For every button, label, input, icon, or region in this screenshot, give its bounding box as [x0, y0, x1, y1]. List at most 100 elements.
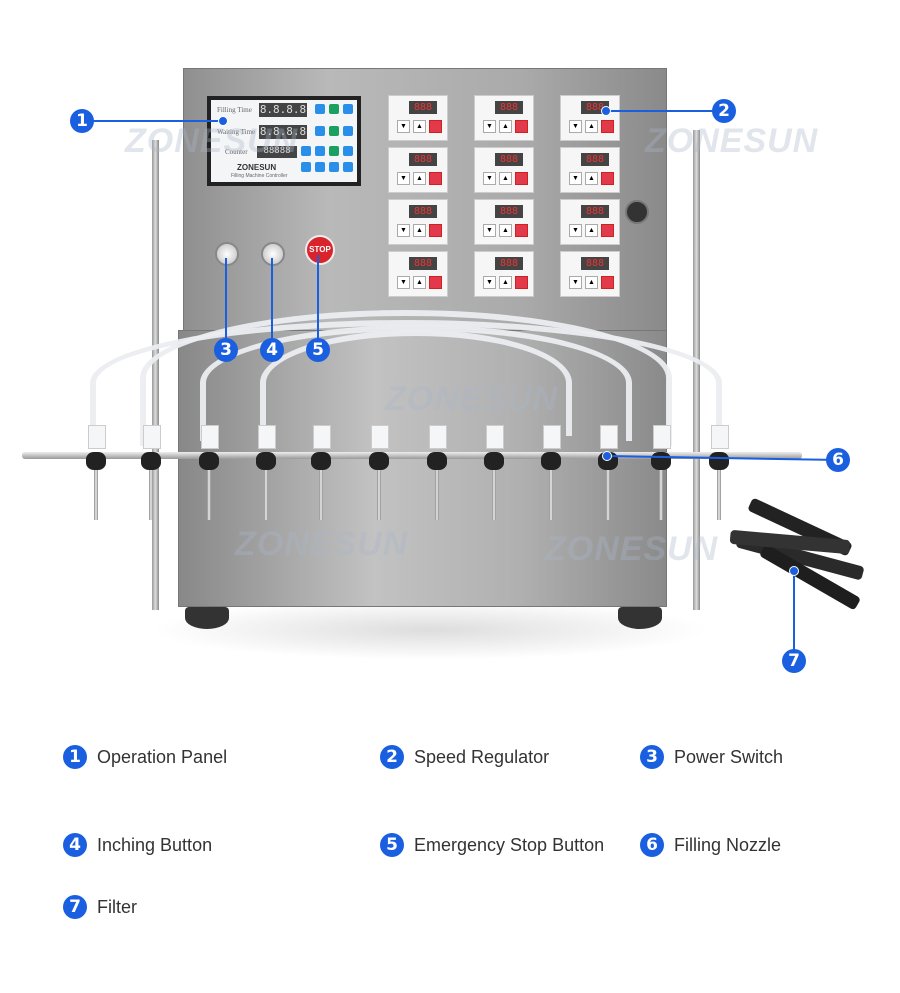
- nozzle-knob[interactable]: [141, 452, 161, 470]
- nozzle-knob[interactable]: [427, 452, 447, 470]
- panel-key[interactable]: [315, 104, 325, 114]
- nozzle-fitting: [486, 425, 504, 449]
- speed-regulator[interactable]: 888▼▲: [388, 95, 448, 141]
- down-arrow-icon[interactable]: ▼: [483, 120, 496, 133]
- run-key[interactable]: [429, 224, 442, 237]
- run-key[interactable]: [601, 276, 614, 289]
- run-key[interactable]: [515, 224, 528, 237]
- down-arrow-icon[interactable]: ▼: [483, 224, 496, 237]
- nozzle-knob[interactable]: [709, 452, 729, 470]
- nozzle-knob[interactable]: [484, 452, 504, 470]
- run-key[interactable]: [429, 172, 442, 185]
- regulator-display: 888: [581, 153, 609, 166]
- up-arrow-icon[interactable]: ▲: [585, 224, 598, 237]
- panel-key[interactable]: [329, 104, 339, 114]
- up-arrow-icon[interactable]: ▲: [413, 224, 426, 237]
- speed-regulator[interactable]: 888▼▲: [388, 251, 448, 297]
- nozzle-tip: [319, 470, 323, 520]
- up-arrow-icon[interactable]: ▲: [499, 276, 512, 289]
- speed-regulator[interactable]: 888▼▲: [388, 147, 448, 193]
- speed-regulator[interactable]: 888▼▲: [560, 95, 620, 141]
- nozzle-knob[interactable]: [256, 452, 276, 470]
- down-arrow-icon[interactable]: ▼: [397, 276, 410, 289]
- operation-panel[interactable]: Filling Time 8.8.8.8 Waiting Time 8.8.8.…: [207, 96, 361, 186]
- nozzle-knob[interactable]: [199, 452, 219, 470]
- up-arrow-icon[interactable]: ▲: [413, 120, 426, 133]
- down-arrow-icon[interactable]: ▼: [569, 120, 582, 133]
- panel-key[interactable]: [315, 162, 325, 172]
- callout-badge-1: 1: [70, 109, 94, 133]
- panel-key[interactable]: [301, 162, 311, 172]
- panel-key[interactable]: [329, 146, 339, 156]
- speed-regulator[interactable]: 888▼▲: [560, 251, 620, 297]
- down-arrow-icon[interactable]: ▼: [397, 172, 410, 185]
- up-arrow-icon[interactable]: ▲: [585, 172, 598, 185]
- run-key[interactable]: [515, 276, 528, 289]
- emergency-stop-button[interactable]: STOP: [305, 235, 335, 265]
- down-arrow-icon[interactable]: ▼: [397, 120, 410, 133]
- speed-regulator[interactable]: 888▼▲: [560, 199, 620, 245]
- panel-key[interactable]: [315, 146, 325, 156]
- run-key[interactable]: [515, 172, 528, 185]
- nozzle-tip: [149, 470, 153, 520]
- callout-badge-2: 2: [712, 99, 736, 123]
- nozzle-knob[interactable]: [541, 452, 561, 470]
- panel-key[interactable]: [315, 126, 325, 136]
- nozzle-knob[interactable]: [369, 452, 389, 470]
- speed-regulator[interactable]: 888▼▲: [474, 95, 534, 141]
- panel-key[interactable]: [343, 162, 353, 172]
- panel-key[interactable]: [343, 126, 353, 136]
- up-arrow-icon[interactable]: ▲: [499, 172, 512, 185]
- inching-button[interactable]: [261, 242, 285, 266]
- nozzle-tip: [207, 470, 211, 520]
- panel-key[interactable]: [301, 146, 311, 156]
- up-arrow-icon[interactable]: ▲: [499, 224, 512, 237]
- panel-key[interactable]: [329, 162, 339, 172]
- waiting-time-label: Waiting Time: [217, 128, 256, 136]
- up-arrow-icon[interactable]: ▲: [585, 120, 598, 133]
- lock-knob[interactable]: [625, 200, 649, 224]
- up-arrow-icon[interactable]: ▲: [413, 172, 426, 185]
- down-arrow-icon[interactable]: ▼: [569, 172, 582, 185]
- speed-regulator[interactable]: 888 ▼▲: [388, 199, 448, 245]
- run-key[interactable]: [601, 120, 614, 133]
- nozzle-fitting: [600, 425, 618, 449]
- up-arrow-icon[interactable]: ▲: [499, 120, 512, 133]
- up-arrow-icon[interactable]: ▲: [585, 276, 598, 289]
- run-key[interactable]: [429, 120, 442, 133]
- down-arrow-icon[interactable]: ▼: [397, 224, 410, 237]
- nozzle-fitting: [143, 425, 161, 449]
- run-key[interactable]: [515, 120, 528, 133]
- up-arrow-icon[interactable]: ▲: [413, 276, 426, 289]
- speed-regulator[interactable]: 888 ▼▲: [560, 147, 620, 193]
- down-arrow-icon[interactable]: ▼: [569, 224, 582, 237]
- nozzle-tip: [435, 470, 439, 520]
- run-key[interactable]: [601, 224, 614, 237]
- speed-regulator[interactable]: 888▼▲: [474, 199, 534, 245]
- watermark: ZONESUN: [385, 380, 559, 418]
- watermark: ZONESUN: [545, 530, 719, 568]
- nozzle-fitting: [313, 425, 331, 449]
- panel-key[interactable]: [343, 104, 353, 114]
- regulator-display: 888: [409, 205, 437, 218]
- speed-regulator[interactable]: 888▼▲: [474, 147, 534, 193]
- run-key[interactable]: [601, 172, 614, 185]
- callout-badge-3: 3: [214, 338, 238, 362]
- nozzle-knob[interactable]: [651, 452, 671, 470]
- nozzle-knob[interactable]: [311, 452, 331, 470]
- run-key[interactable]: [429, 276, 442, 289]
- speed-regulator[interactable]: 888▼▲: [474, 251, 534, 297]
- down-arrow-icon[interactable]: ▼: [483, 172, 496, 185]
- power-switch[interactable]: [215, 242, 239, 266]
- panel-key[interactable]: [343, 146, 353, 156]
- down-arrow-icon[interactable]: ▼: [483, 276, 496, 289]
- nozzle-tip: [94, 470, 98, 520]
- panel-key[interactable]: [329, 126, 339, 136]
- down-arrow-icon[interactable]: ▼: [569, 276, 582, 289]
- waiting-time-display: 8.8.8.8: [259, 125, 307, 139]
- tube-bundle: [140, 310, 672, 446]
- nozzle-knob[interactable]: [86, 452, 106, 470]
